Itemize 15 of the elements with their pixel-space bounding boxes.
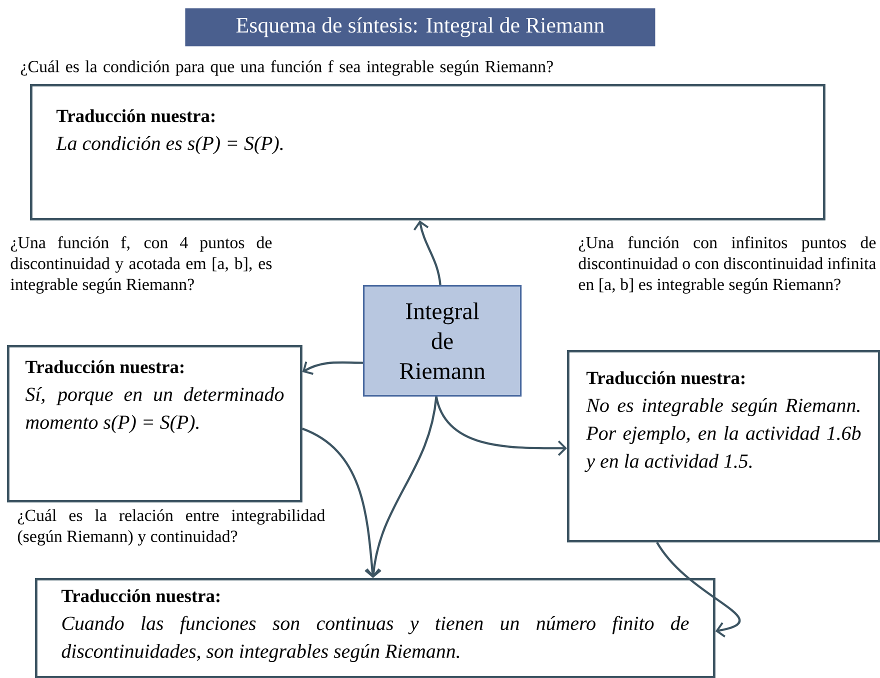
answer-box: Traducción nuestra: La condición es s(P) = S(P).: [30, 84, 826, 220]
question-text: ¿Una función con infinitos puntos de discontinuidad o con discontinuidad infinita en [a, b] es integrable según Riemann?: [578, 236, 876, 294]
answer-box: Traducción nuestra: No es integrable según Riemann. Por ejemplo, en la actividad 1.6b y en la actividad 1.5.: [567, 350, 880, 542]
title-banner: Esquema de síntesis: Integral de Riemann: [185, 8, 656, 46]
arrow: [413, 220, 442, 286]
arrow: [302, 361, 364, 375]
arrow: [435, 396, 567, 456]
arrow: [366, 396, 438, 578]
concept-box: Integral de Riemann: [363, 285, 522, 397]
answer-box: Traducción nuestra: Cuando las funciones son continuas y tienen un número finito de discontinuidades, son integrables según Riemann.: [35, 578, 716, 678]
question-text: ¿Cuál es la relación entre integrabilidad (según Riemann) y continuidad?: [18, 509, 326, 546]
arrow: [302, 428, 380, 578]
question-text: ¿Una función f, con 4 puntos de discontinuidad y acotada em [a, b], es integrable según Riemann?: [10, 236, 272, 294]
arrow: [656, 542, 741, 638]
answer-box: Traducción nuestra: Sí, porque en un determinado momento s(P) = S(P).: [7, 345, 302, 502]
